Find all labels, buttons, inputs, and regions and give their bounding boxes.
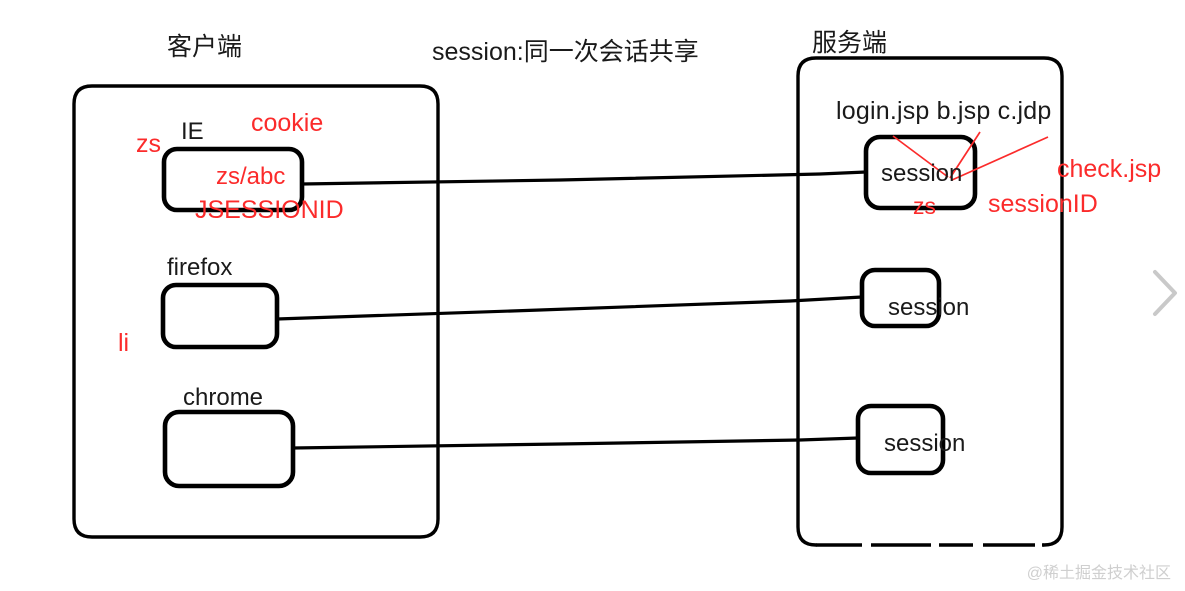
server-page-list: login.jsp b.jsp c.jdp xyxy=(836,97,1052,125)
annotation-check-jsp: check.jsp xyxy=(1057,155,1162,183)
session-label-1: session xyxy=(881,160,963,187)
annotation-user-zs: zs xyxy=(136,130,161,158)
session-label-2: session xyxy=(888,294,970,321)
browser-label-firefox: firefox xyxy=(167,254,233,281)
annotation-cookie: cookie xyxy=(251,109,324,137)
watermark: @稀土掘金技术社区 xyxy=(1026,565,1171,582)
connector-line-chrome xyxy=(291,436,860,450)
client-panel-title: 客户端 xyxy=(167,33,243,61)
browser-box-chrome xyxy=(162,409,296,489)
annotation-jsessionid: JSESSIONID xyxy=(195,196,344,224)
session-label-3: session xyxy=(884,430,966,457)
annotation-user-li: li xyxy=(118,329,130,357)
connector-line-firefox xyxy=(275,295,864,321)
chevron-right-icon xyxy=(1153,270,1177,316)
diagram-title: session:同一次会话共享 xyxy=(432,38,699,66)
annotation-session-id: sessionID xyxy=(988,190,1098,218)
client-panel-outline xyxy=(72,84,440,539)
session-owner-1: zs xyxy=(913,193,936,219)
browser-label-chrome: chrome xyxy=(183,384,264,411)
connector-line-ie xyxy=(300,170,868,186)
server-panel-title: 服务端 xyxy=(812,29,888,57)
browser-box-firefox xyxy=(160,282,280,350)
browser-label-ie: IE xyxy=(181,118,204,145)
ie-box-value: zs/abc xyxy=(216,163,286,190)
pointer-line-c-jdp xyxy=(951,136,1049,181)
